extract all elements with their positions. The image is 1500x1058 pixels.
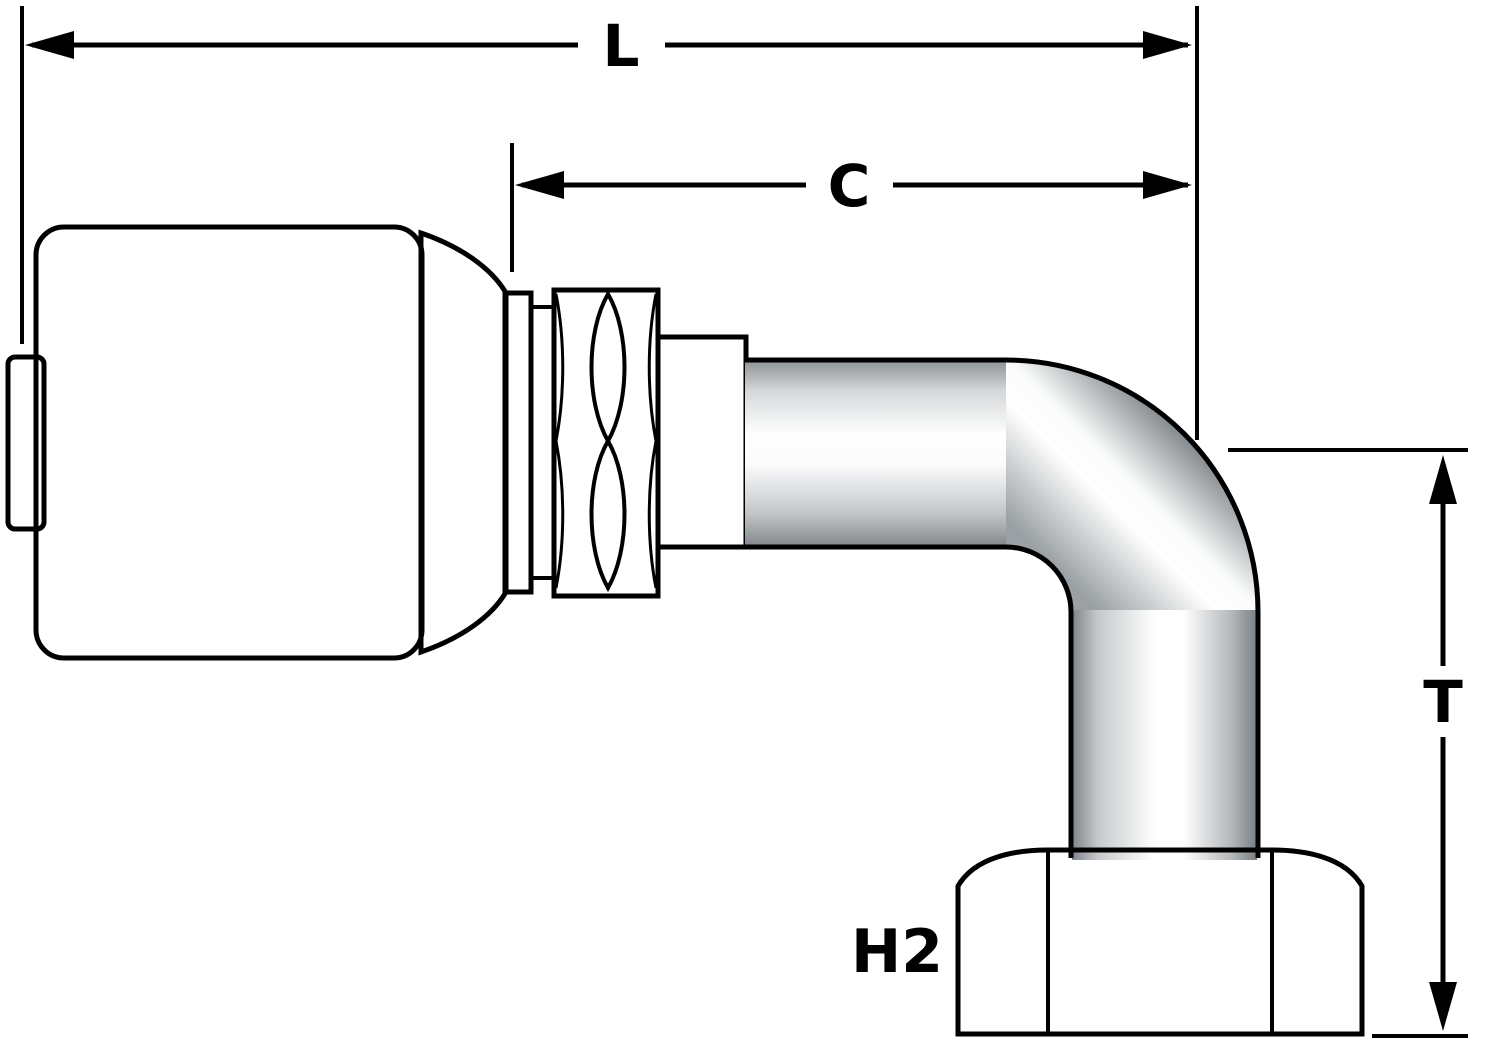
tube-horizontal-section [745,361,1008,546]
hex-facet-edge-left [554,293,565,589]
hex-size-label: H2 [851,917,943,987]
hose-stub [5,354,47,532]
dimension-L-label: L [603,12,640,80]
tube-vertical-section [1072,610,1257,860]
dimension-C-label: C [828,152,871,220]
crimp-ferrule [33,224,425,661]
tube-inner-edge [745,544,1074,858]
retaining-band-1 [502,290,534,595]
female-swivel-nut [955,847,1365,1037]
dimension-L-arrow-right-icon [1143,31,1192,59]
dimension-L-arrow-left-icon [25,31,74,59]
tube-bend-section [1006,361,1257,612]
dimension-C-arrow-left-icon [515,171,564,199]
tube-outer-edge [745,357,1261,858]
hex-facet-lens-bottom [589,437,627,593]
dimension-T-label: T [1423,668,1463,736]
retaining-band-2 [529,305,556,580]
dimension-T-arrow-down-icon [1429,982,1457,1031]
elbow-tube [745,357,1261,860]
hose-fitting-illustration [5,224,1365,1037]
ferrule-cone [418,229,509,656]
swivel-hex-collar [551,287,661,599]
hex-facet-edge-right [647,293,658,589]
dimension-L: L [20,6,1199,440]
dimension-T-arrow-up-icon [1429,455,1457,504]
dimension-C: C [510,143,1192,272]
dimension-C-arrow-right-icon [1143,171,1192,199]
swivel-nut-body [955,847,1365,1037]
hex-facet-lens-top [589,290,627,446]
dimension-T: T [1228,448,1468,1038]
tube-collar [655,334,749,550]
